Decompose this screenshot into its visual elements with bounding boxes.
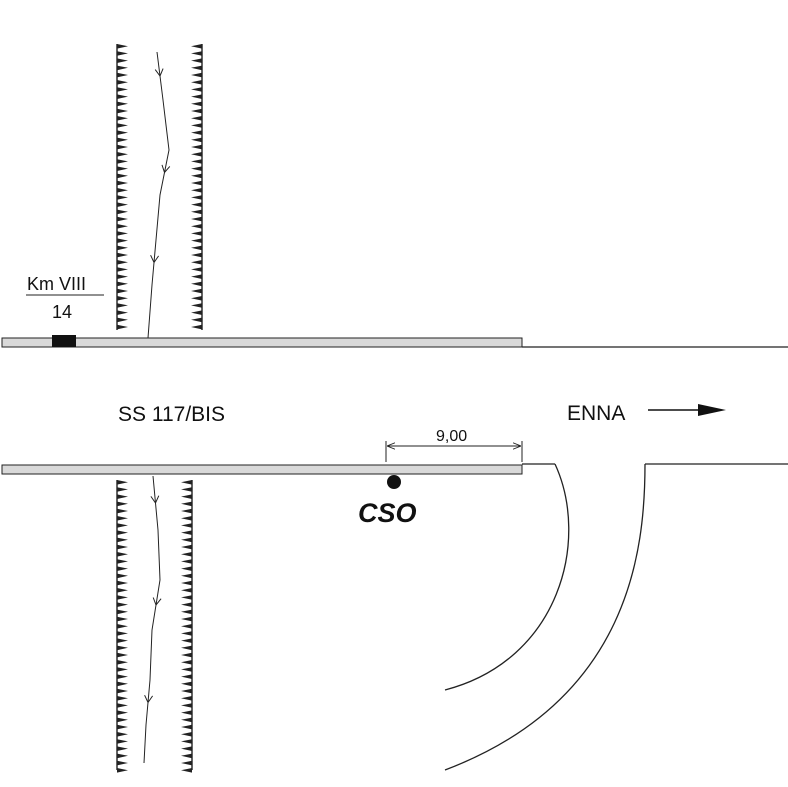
direction-arrow-icon: [698, 404, 726, 416]
upper-flow-line: [147, 51, 171, 339]
cso-dot: [387, 475, 401, 489]
cso-point: CSO: [358, 475, 417, 528]
upper-channel: [116, 44, 203, 339]
lower-channel: [116, 475, 193, 773]
km-marker: Km VIII 14: [26, 274, 104, 347]
cso-label: CSO: [358, 498, 417, 528]
km-marker-bottom: 14: [52, 302, 72, 322]
direction-indicator: ENNA: [567, 402, 726, 425]
km-marker-top: Km VIII: [27, 274, 86, 294]
upper-right-bank: [191, 44, 203, 330]
upper-road-edge: [1, 337, 788, 348]
lower-right-bank: [181, 480, 193, 773]
lower-left-bank: [116, 480, 128, 773]
km-marker-block: [52, 335, 76, 347]
direction-label: ENNA: [567, 402, 625, 425]
dimension-value: 9,00: [436, 428, 467, 445]
road-label: SS 117/BIS: [118, 403, 225, 426]
lower-flow-line: [143, 475, 162, 764]
lower-road-edge: [1, 463, 788, 475]
upper-left-bank: [116, 44, 128, 330]
side-road-curves: [444, 463, 646, 771]
dimension-line: 9,00: [385, 428, 523, 462]
